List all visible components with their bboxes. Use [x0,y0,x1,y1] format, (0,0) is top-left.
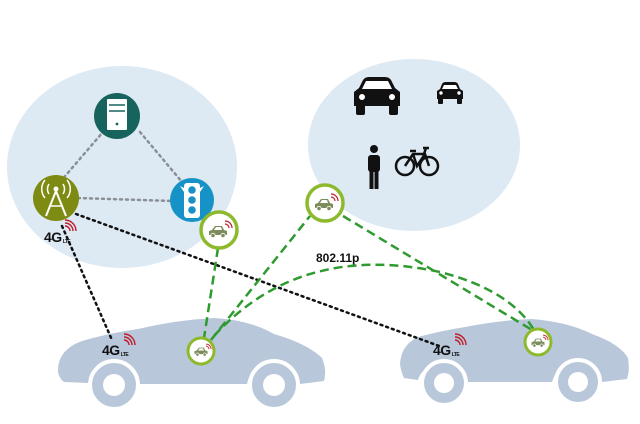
lte-label-right-car: 4GLTE [433,342,460,358]
dsrc-links [202,214,536,341]
car-right [400,319,629,407]
v2v-link-cars [213,263,536,337]
obu-icon-right-car [523,327,553,357]
car-left [57,318,326,411]
pedestrian-icon [368,145,380,189]
infrastructure-links [58,130,184,203]
lte-label-left-car: 4GLTE [102,342,129,358]
v2v-link-left-to-middle [210,215,311,341]
obu-icon-center [305,183,345,223]
rsu-obu-icon [199,210,239,250]
car-icon-large [354,77,400,115]
bicycle-icon [394,146,440,177]
obu-icon-left-car [186,336,216,366]
v2i-link-left-car [202,247,220,339]
car-icon-small [437,82,463,104]
protocol-label: 802.11p [316,251,360,265]
v2v-link-middle-to-right [342,214,533,332]
server-icon [94,93,140,139]
cell-tower-icon [33,175,79,221]
traffic-light-icon [170,178,214,222]
lte-label-tower: 4GLTE [44,229,71,245]
cellular-link-left-car [60,224,114,342]
